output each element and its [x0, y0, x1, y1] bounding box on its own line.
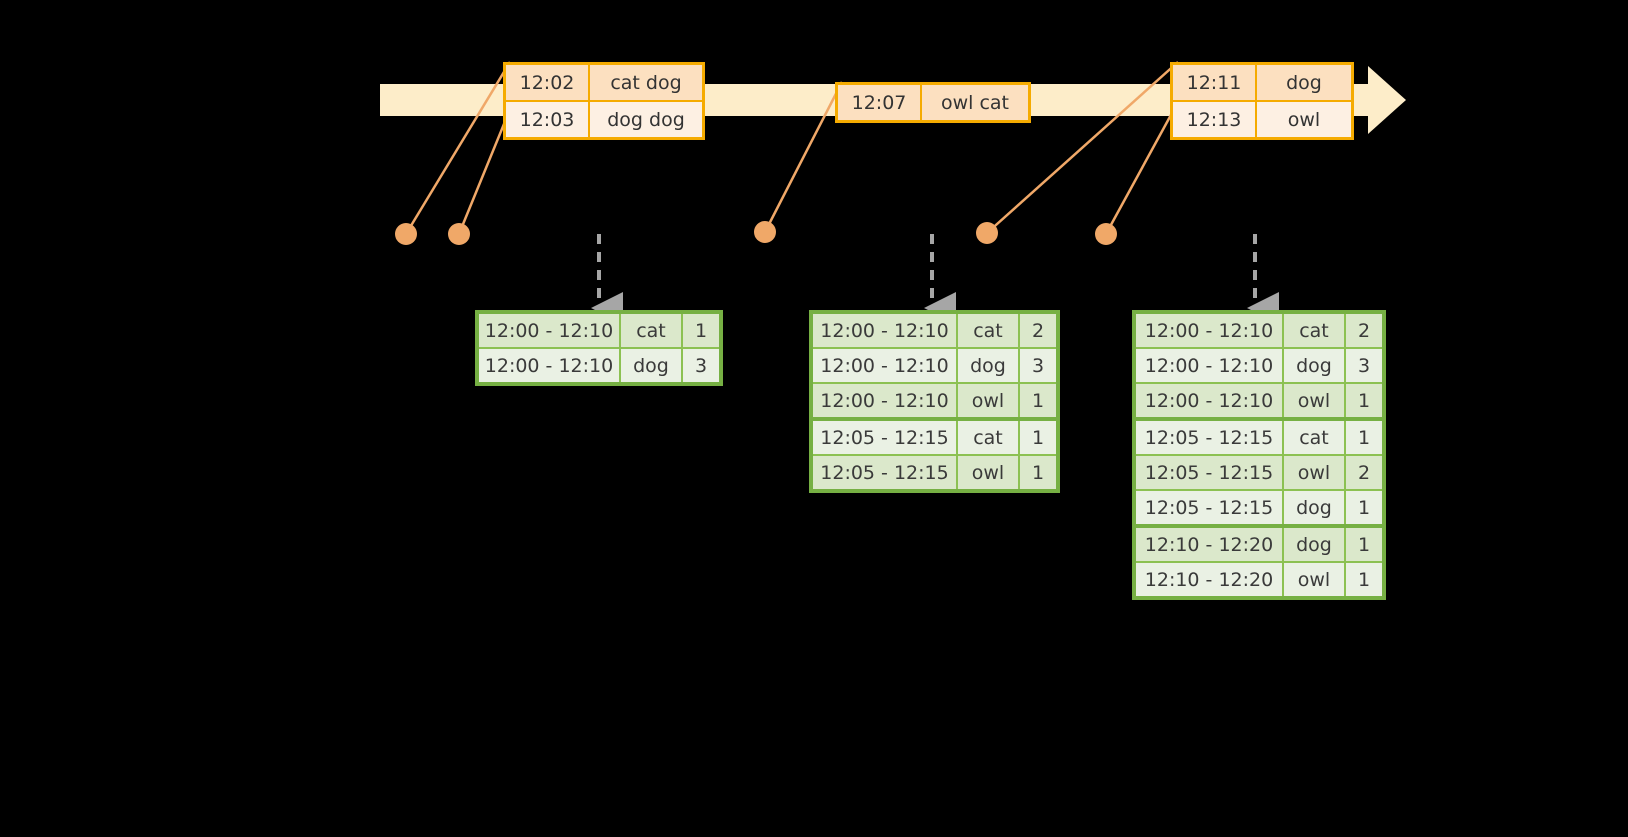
- count-cell: 3: [1020, 349, 1056, 382]
- window-cell: 12:00 - 12:10: [479, 349, 621, 382]
- count-cell: 1: [1020, 421, 1056, 454]
- event-dot-icon: [395, 223, 417, 245]
- key-cell: owl: [958, 456, 1020, 489]
- timeline-arrowhead-icon: [1368, 66, 1406, 134]
- count-cell: 1: [1346, 384, 1382, 417]
- window-cell: 12:00 - 12:10: [813, 384, 958, 417]
- event-box-2: 12:07 owl cat: [835, 82, 1031, 123]
- connector-dots: [395, 221, 1117, 245]
- window-cell: 12:05 - 12:15: [1136, 456, 1284, 489]
- count-cell: 2: [1020, 314, 1056, 347]
- event-payload: dog dog: [590, 102, 702, 137]
- key-cell: owl: [1284, 456, 1346, 489]
- key-cell: owl: [1284, 563, 1346, 596]
- key-cell: cat: [958, 314, 1020, 347]
- key-cell: dog: [958, 349, 1020, 382]
- event-dot-icon: [448, 223, 470, 245]
- window-cell: 12:05 - 12:15: [813, 421, 958, 454]
- event-row: 12:03 dog dog: [506, 100, 702, 137]
- dashed-arrow-group: [591, 234, 1279, 324]
- window-cell: 12:00 - 12:10: [1136, 314, 1284, 347]
- window-cell: 12:05 - 12:15: [813, 456, 958, 489]
- window-cell: 12:10 - 12:20: [1136, 528, 1284, 561]
- key-cell: cat: [1284, 314, 1346, 347]
- count-cell: 1: [1020, 384, 1056, 417]
- event-time: 12:13: [1173, 102, 1257, 137]
- event-row: 12:02 cat dog: [506, 65, 702, 100]
- key-cell: dog: [1284, 528, 1346, 561]
- count-cell: 1: [1346, 491, 1382, 524]
- event-box-1: 12:02 cat dog 12:03 dog dog: [503, 62, 705, 140]
- event-dot-icon: [754, 221, 776, 243]
- event-dot-icon: [1095, 223, 1117, 245]
- window-cell: 12:00 - 12:10: [813, 349, 958, 382]
- window-cell: 12:00 - 12:10: [1136, 384, 1284, 417]
- key-cell: dog: [1284, 491, 1346, 524]
- event-time: 12:07: [838, 85, 922, 120]
- window-cell: 12:05 - 12:15: [1136, 491, 1284, 524]
- count-cell: 2: [1346, 314, 1382, 347]
- count-cell: 1: [1020, 456, 1056, 489]
- connector-5: [1104, 101, 1180, 235]
- count-cell: 1: [1346, 528, 1382, 561]
- key-cell: cat: [1284, 421, 1346, 454]
- window-cell: 12:00 - 12:10: [479, 314, 621, 347]
- event-payload: cat dog: [590, 65, 702, 100]
- key-cell: owl: [958, 384, 1020, 417]
- key-cell: dog: [1284, 349, 1346, 382]
- key-cell: dog: [621, 349, 683, 382]
- window-cell: 12:10 - 12:20: [1136, 563, 1284, 596]
- window-cell: 12:00 - 12:10: [813, 314, 958, 347]
- event-box-3: 12:11 dog 12:13 owl: [1170, 62, 1354, 140]
- event-time: 12:03: [506, 102, 590, 137]
- key-cell: owl: [1284, 384, 1346, 417]
- event-payload: owl: [1257, 102, 1351, 137]
- event-time: 12:11: [1173, 65, 1257, 100]
- event-row: 12:07 owl cat: [838, 85, 1028, 120]
- event-time: 12:02: [506, 65, 590, 100]
- key-cell: cat: [958, 421, 1020, 454]
- count-cell: 1: [1346, 421, 1382, 454]
- key-cell: cat: [621, 314, 683, 347]
- count-cell: 3: [1346, 349, 1382, 382]
- event-row: 12:13 owl: [1173, 100, 1351, 137]
- count-cell: 3: [683, 349, 719, 382]
- event-dot-icon: [976, 222, 998, 244]
- event-payload: owl cat: [922, 85, 1028, 120]
- count-cell: 1: [1346, 563, 1382, 596]
- count-cell: 2: [1346, 456, 1382, 489]
- window-cell: 12:00 - 12:10: [1136, 349, 1284, 382]
- count-cell: 1: [683, 314, 719, 347]
- event-row: 12:11 dog: [1173, 65, 1351, 100]
- event-payload: dog: [1257, 65, 1351, 100]
- window-cell: 12:05 - 12:15: [1136, 421, 1284, 454]
